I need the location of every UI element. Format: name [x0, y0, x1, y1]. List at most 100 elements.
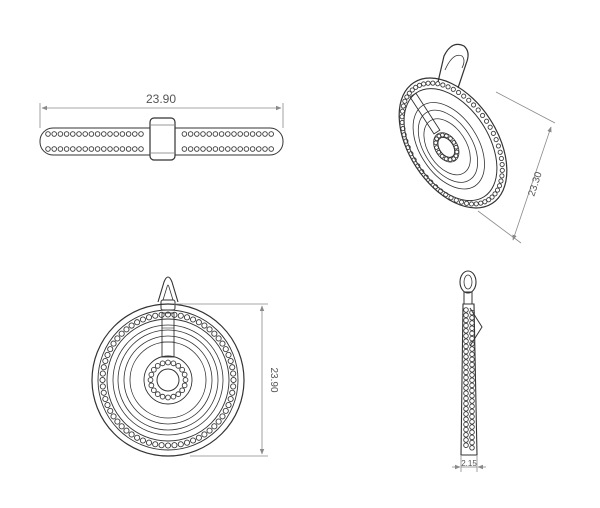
side-view-bead [463, 432, 469, 438]
side-view-bead [469, 393, 475, 399]
front-view-inner-bead [165, 359, 171, 366]
iso-view-bead [493, 137, 499, 143]
top-view-bead [88, 131, 95, 137]
iso-view-bead [408, 151, 414, 157]
iso-view-bead [496, 183, 503, 189]
iso-view-dimension-label: 23.30 [527, 170, 545, 198]
front-view-bead [99, 383, 106, 390]
top-view-bead [51, 131, 57, 137]
top-view-bead [94, 131, 101, 137]
iso-view-bead [461, 93, 467, 99]
front-view-bead [100, 364, 107, 371]
side-view-bead [463, 442, 469, 448]
top-view-bead [262, 131, 268, 137]
iso-view-bead [405, 144, 411, 150]
front-view-outer-beads [99, 311, 237, 449]
front-view-bead [211, 423, 218, 430]
side-view-bead [469, 445, 475, 451]
front-view-bead [215, 335, 222, 342]
front-view-bead [227, 395, 234, 403]
iso-view-bead [399, 114, 405, 120]
top-view-bead [225, 146, 231, 152]
side-view-bead [463, 395, 469, 402]
iso-view-bead [478, 200, 484, 206]
side-view-bead [469, 403, 475, 409]
iso-view-bead [404, 94, 410, 100]
front-view-bead [230, 376, 237, 384]
front-view-bead [118, 423, 125, 430]
iso-view-bead [409, 87, 415, 93]
top-view-bead [231, 146, 237, 152]
top-view-bead [194, 131, 200, 137]
front-view-bead [183, 439, 191, 446]
top-view-bead [70, 131, 76, 137]
iso-view-bead [448, 195, 454, 201]
iso-view-bead [498, 155, 504, 162]
top-view-bead [113, 131, 119, 137]
front-view-bead [229, 389, 236, 396]
iso-view-bead [458, 199, 465, 205]
front-view-inner-bead [148, 371, 155, 378]
front-view-bead [206, 427, 213, 434]
side-view-bead [469, 320, 475, 326]
side-view-dimension-label: 2.15 [461, 459, 477, 468]
side-view-bead [469, 377, 475, 383]
top-view-bead [262, 146, 268, 152]
iso-view-inner-bead [433, 140, 439, 146]
top-view-bead [218, 131, 225, 137]
top-view-bead [70, 146, 76, 152]
front-view-inner-bead [150, 387, 157, 394]
front-view-bead [201, 322, 208, 329]
front-view-bead [190, 437, 197, 444]
front-view-bead [99, 376, 106, 384]
top-view-bead [57, 146, 64, 152]
side-view-bead [469, 398, 475, 404]
top-view-bead [231, 131, 237, 137]
side-view-bead [463, 348, 469, 355]
front-view-bead [152, 441, 159, 448]
iso-view-bead [495, 143, 501, 149]
side-view-bead [469, 387, 475, 394]
front-view-bead [225, 351, 232, 358]
iso-view-bead [475, 107, 481, 113]
top-view-bead [51, 146, 57, 152]
top-view-bead [243, 146, 250, 152]
iso-view-bead [471, 102, 477, 108]
front-view-bead [195, 319, 202, 326]
front-view-bead [100, 389, 107, 396]
top-view-bead [212, 131, 219, 137]
iso-view-inner-bead [444, 133, 449, 139]
side-view-bead [469, 341, 475, 347]
front-view-bead [225, 402, 232, 409]
front-view-bead [227, 357, 234, 365]
iso-view-bead [498, 178, 504, 184]
front-view-bead [219, 413, 226, 420]
side-view-bead [469, 419, 475, 425]
side-view-bead [463, 343, 469, 350]
front-view-bead [99, 370, 106, 377]
front-view-dimension-label: 23.90 [268, 367, 279, 392]
side-view-bead [463, 312, 469, 318]
front-view-bead [215, 418, 222, 425]
front-view-bead [107, 407, 114, 414]
front-view-bead [158, 442, 165, 449]
front-view-bead [110, 340, 117, 347]
front-view-bead [195, 434, 202, 441]
front-view-bead [118, 330, 125, 337]
top-view-bead [187, 146, 194, 152]
front-view-bead [152, 312, 159, 319]
front-view-bead [104, 351, 111, 358]
side-view-bead [463, 328, 469, 334]
side-view-bead [463, 338, 469, 344]
front-view-bead [134, 319, 141, 326]
front-view-inner-bead [175, 362, 182, 369]
top-view-bead [138, 131, 144, 137]
top-view-bead [82, 131, 88, 137]
front-view-dimension: 23.90 [174, 303, 279, 457]
side-view-bead [463, 364, 469, 370]
top-view-dimension: 23.90 [39, 92, 284, 128]
front-view-bead [219, 340, 226, 347]
side-view-bead [469, 330, 475, 337]
side-view-bead [469, 382, 475, 389]
iso-view-bead [433, 184, 439, 190]
